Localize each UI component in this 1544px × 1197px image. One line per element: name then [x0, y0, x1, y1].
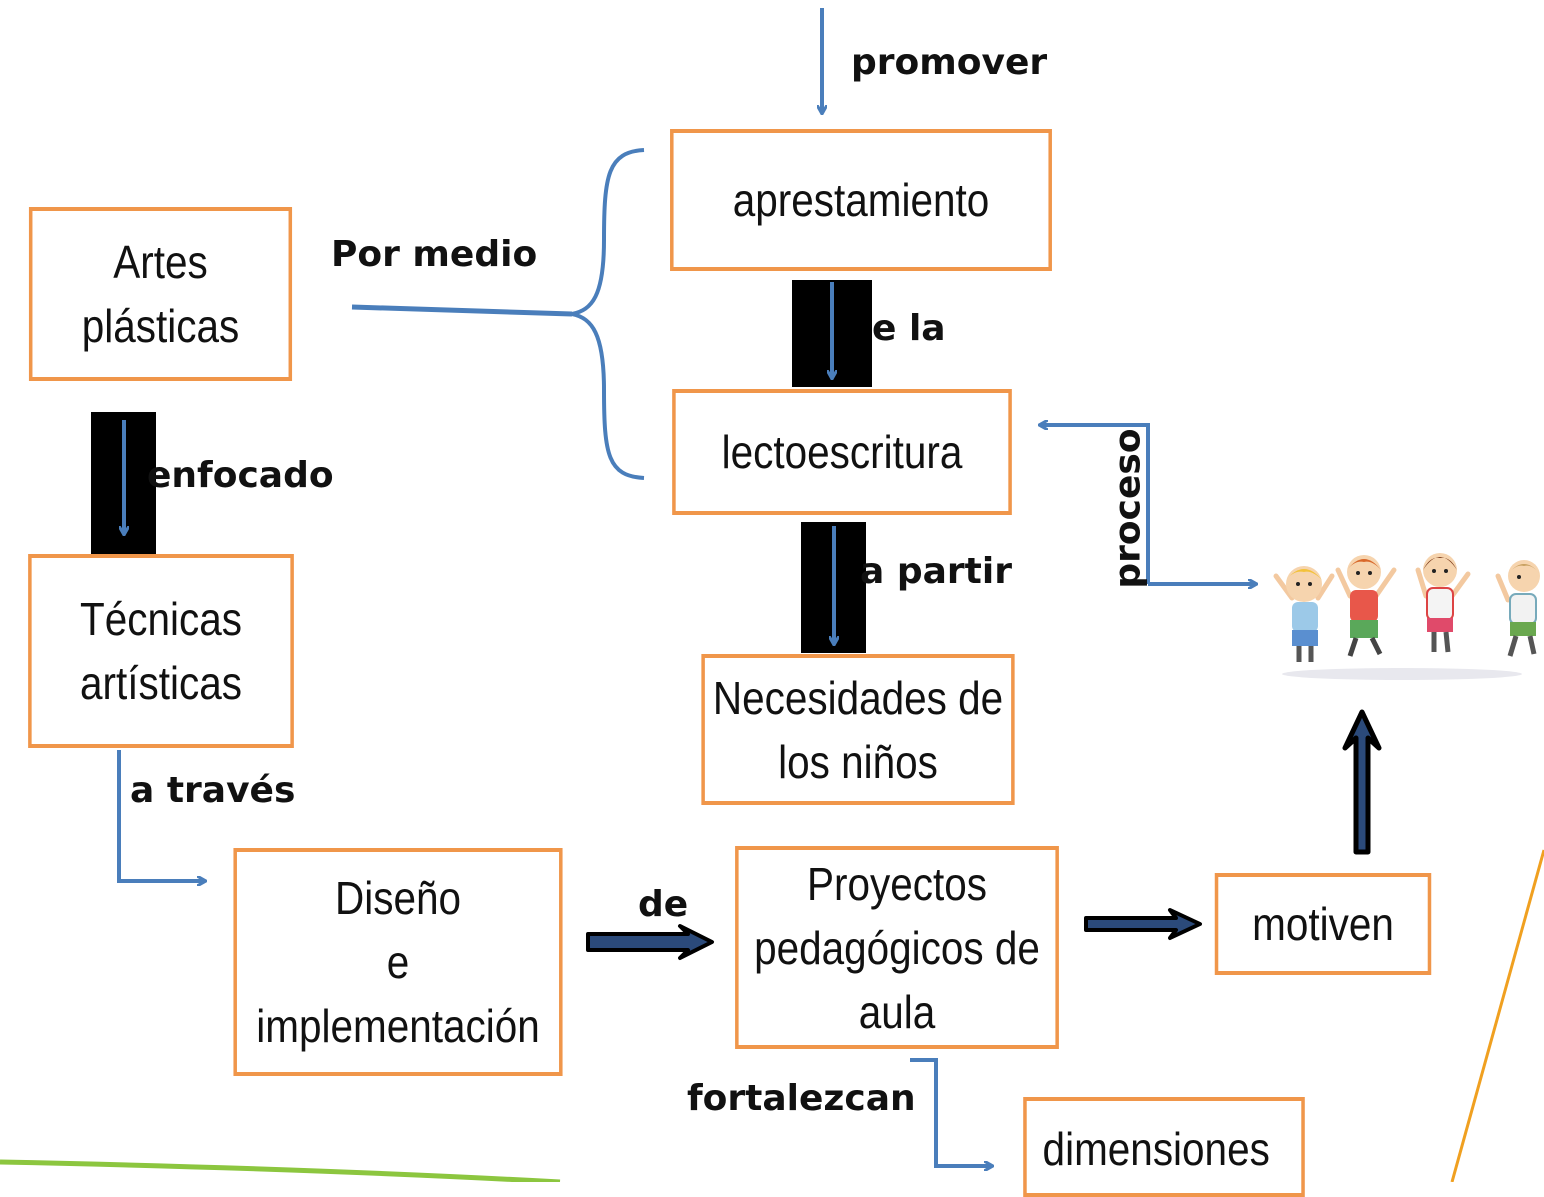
proceso-arrow-to-lecto [1040, 425, 1150, 584]
node-aprestamiento: aprestamiento [670, 129, 1052, 271]
brace [571, 148, 645, 480]
node-artes-plasticas: Artes plásticas [28, 207, 293, 381]
label-fortalezcan: fortalezcan [687, 1078, 916, 1119]
label-promover: promover [851, 42, 1048, 83]
node-diseno-text: Diseño e implementación [256, 872, 540, 1052]
label-a-traves: a través [130, 770, 296, 811]
label-de-la: e la [872, 308, 946, 349]
kid-2 [1335, 555, 1397, 657]
node-necesidades: Necesidades de los niños [701, 654, 1015, 805]
node-necesidades-text: Necesidades de los niños [712, 671, 1004, 788]
de-thick-arrow [586, 924, 714, 960]
motiven-thick-arrow [1084, 908, 1202, 940]
label-proceso: proceso [1107, 428, 1149, 589]
kid-3 [1415, 553, 1471, 653]
jumping-children-illustration [1273, 553, 1540, 680]
node-proyectos: Proyectos pedagógicos de aula [735, 846, 1059, 1049]
node-dimensiones-text: dimensiones [1042, 1123, 1270, 1175]
node-tecnicas-artisticas-text: Técnicas artísticas [79, 593, 242, 709]
node-dimensiones: dimensiones [1023, 1097, 1305, 1197]
node-artes-plasticas-text: Artes plásticas [81, 236, 240, 352]
kid-4 [1495, 560, 1540, 657]
node-lectoescritura: lectoescritura [672, 389, 1012, 515]
up-thick-arrow [1342, 709, 1382, 855]
node-diseno: Diseño e implementación [233, 848, 563, 1076]
label-de: de [638, 884, 689, 925]
node-tecnicas-artisticas: Técnicas artísticas [28, 554, 294, 748]
por-medio-line [351, 304, 573, 317]
label-enfocado: enfocado [147, 455, 334, 496]
fortalezcan-arrow [910, 1058, 992, 1166]
node-motiven: motiven [1214, 873, 1432, 975]
a-traves-arrow [117, 750, 205, 881]
label-a-partir: a partir [860, 551, 1012, 592]
decor-orange-line [1450, 849, 1544, 1182]
node-proyectos-text: Proyectos pedagógicos de aula [754, 857, 1040, 1038]
label-por-medio: Por medio [331, 234, 538, 275]
node-motiven-text: motiven [1252, 898, 1394, 950]
node-aprestamiento-text: aprestamiento [732, 174, 990, 226]
decor-green-line [0, 1159, 561, 1182]
kid-1 [1273, 566, 1335, 662]
node-lectoescritura-text: lectoescritura [721, 426, 963, 478]
